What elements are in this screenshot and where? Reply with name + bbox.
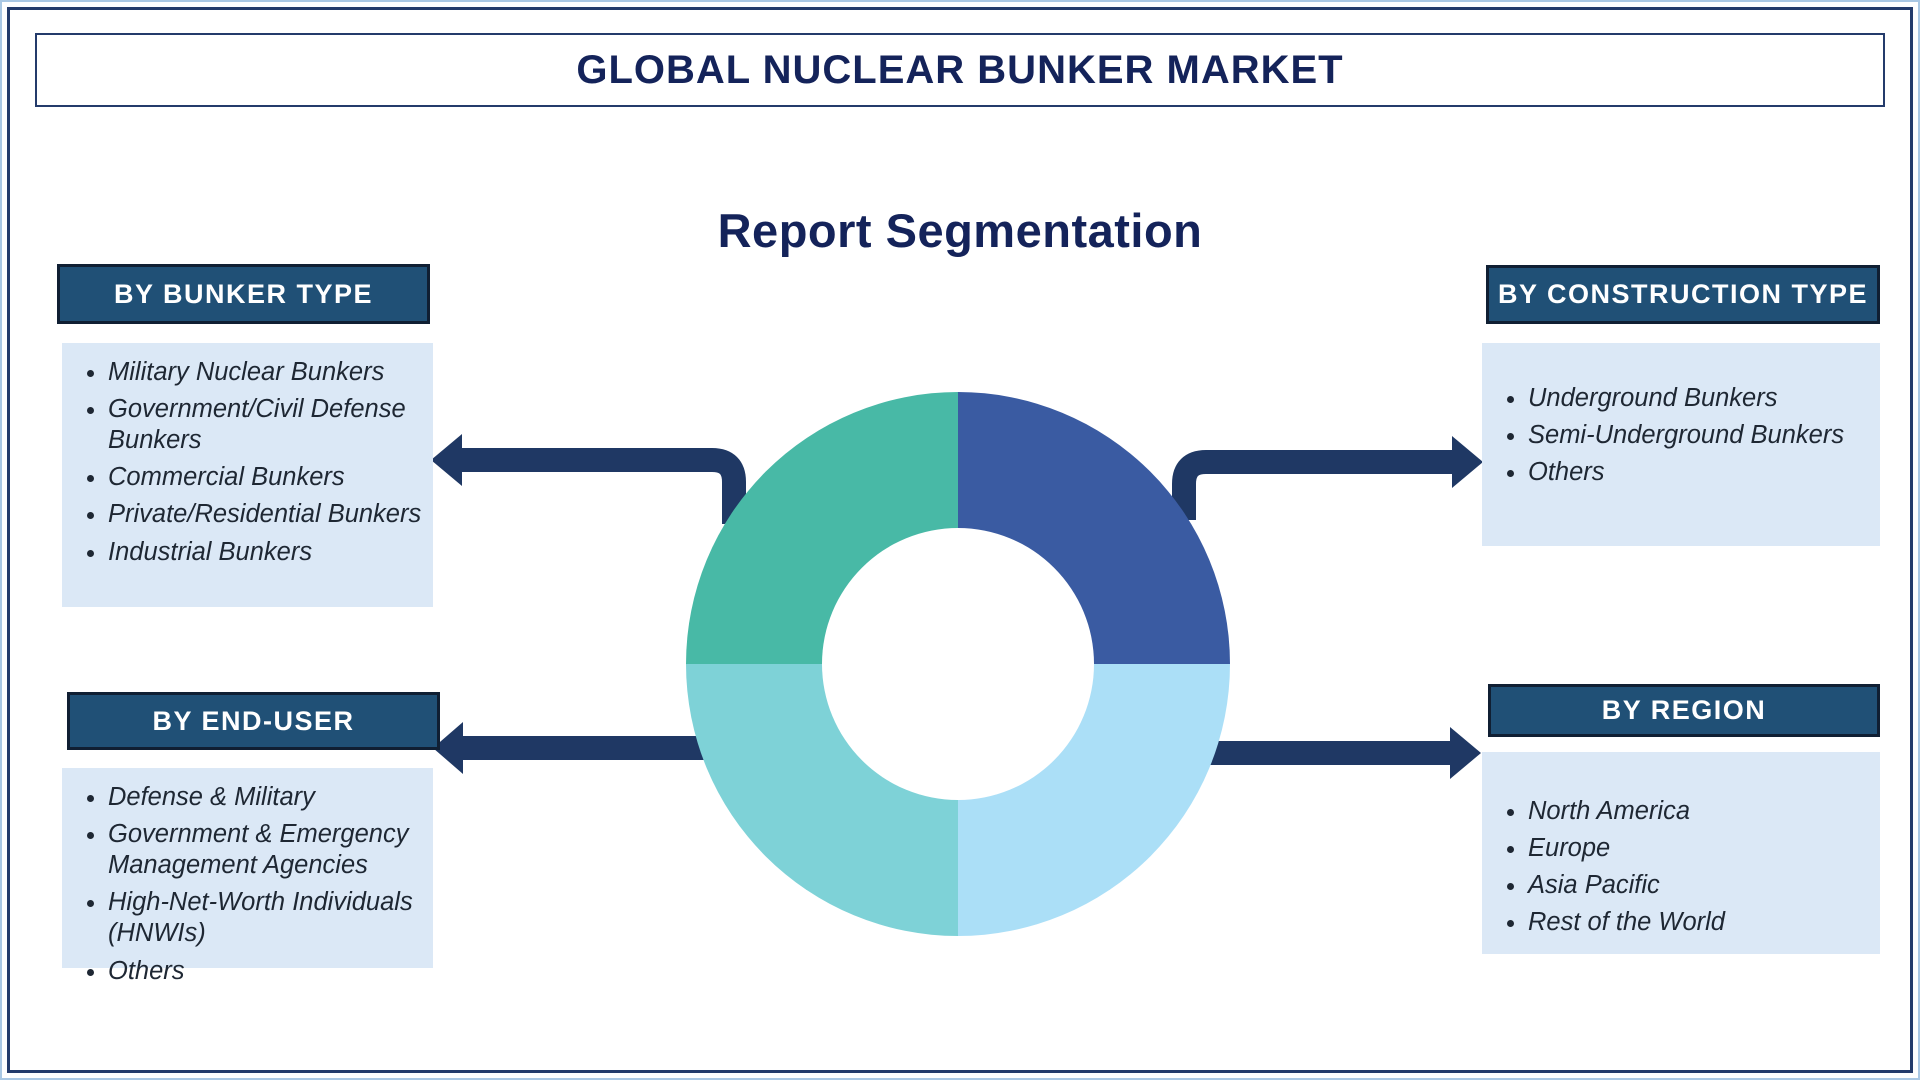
list-item: North America bbox=[1528, 796, 1872, 827]
list-item: High-Net-Worth Individuals (HNWIs) bbox=[108, 887, 425, 949]
list-item: Private/Residential Bunkers bbox=[108, 499, 425, 530]
list-item: Military Nuclear Bunkers bbox=[108, 357, 425, 388]
list-item: Europe bbox=[1528, 833, 1872, 864]
connector-arrow-bunker-type bbox=[431, 434, 746, 524]
connector-arrow-construction-type bbox=[1172, 436, 1483, 520]
segment-header-construction-type: BY CONSTRUCTION TYPE bbox=[1486, 265, 1880, 324]
construction-type-items: Underground BunkersSemi-Underground Bunk… bbox=[1482, 343, 1880, 488]
title-bar: GLOBAL NUCLEAR BUNKER MARKET bbox=[35, 33, 1885, 107]
list-item: Semi-Underground Bunkers bbox=[1528, 420, 1872, 451]
connector-arrow-region bbox=[1204, 727, 1481, 779]
donut-hole bbox=[822, 528, 1094, 800]
list-item: Industrial Bunkers bbox=[108, 537, 425, 568]
connector-arrow-end-user bbox=[433, 722, 712, 774]
list-item: Government/Civil Defense Bunkers bbox=[108, 394, 425, 456]
page-title: GLOBAL NUCLEAR BUNKER MARKET bbox=[576, 47, 1344, 92]
segment-list-end-user: Defense & MilitaryGovernment & Emergency… bbox=[62, 768, 433, 985]
report-segmentation-heading: Report Segmentation bbox=[717, 204, 1203, 257]
list-item: Rest of the World bbox=[1528, 907, 1872, 938]
list-item: Underground Bunkers bbox=[1528, 383, 1872, 414]
segment-list-region: North AmericaEuropeAsia PacificRest of t… bbox=[1482, 752, 1880, 954]
list-item: Defense & Military bbox=[108, 782, 425, 813]
segmentation-donut-chart bbox=[686, 392, 1230, 936]
list-item: Others bbox=[1528, 457, 1872, 488]
segment-header-end-user: BY END-USER bbox=[67, 692, 440, 750]
list-item: Government & Emergency Management Agenci… bbox=[108, 819, 425, 881]
segment-list-construction-type: Underground BunkersSemi-Underground Bunk… bbox=[1482, 343, 1880, 546]
list-item: Others bbox=[108, 956, 425, 987]
segment-header-region: BY REGION bbox=[1488, 684, 1880, 737]
region-items: North AmericaEuropeAsia PacificRest of t… bbox=[1482, 752, 1880, 938]
list-item: Commercial Bunkers bbox=[108, 462, 425, 493]
bunker-type-items: Military Nuclear BunkersGovernment/Civil… bbox=[62, 343, 433, 568]
list-item: Asia Pacific bbox=[1528, 870, 1872, 901]
segment-list-bunker-type: Military Nuclear BunkersGovernment/Civil… bbox=[62, 343, 433, 607]
end-user-items: Defense & MilitaryGovernment & Emergency… bbox=[62, 768, 433, 987]
segment-header-bunker-type: BY BUNKER TYPE bbox=[57, 264, 430, 324]
